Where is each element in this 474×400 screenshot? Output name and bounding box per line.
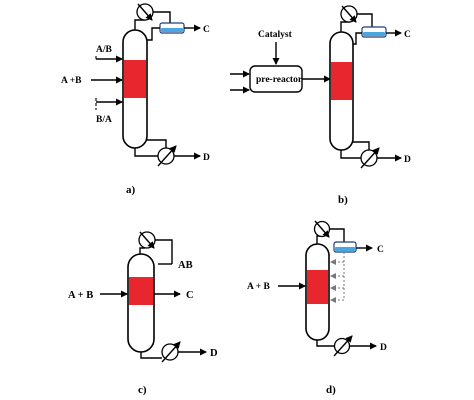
- side-product-label: C: [186, 290, 194, 301]
- overhead-vapor-line: [316, 235, 320, 244]
- reboil-return-line: [147, 139, 167, 148]
- bottoms-line: [134, 148, 158, 157]
- condenser-arrow: [341, 5, 357, 23]
- panel-c-caption: c): [138, 384, 147, 396]
- reboiler-arrow: [157, 145, 177, 167]
- reactive-zone: [129, 277, 153, 305]
- distillate-label: C: [203, 25, 210, 35]
- condenser-arrow: [314, 220, 330, 238]
- reboiler-arrow: [161, 341, 181, 363]
- bottoms-line: [340, 150, 362, 159]
- bottoms-label: D: [404, 155, 411, 165]
- condenser-arrow: [139, 231, 155, 249]
- reactive-zone: [124, 60, 146, 98]
- panel-a-caption: a): [126, 184, 136, 196]
- drum-liquid: [161, 28, 183, 32]
- feed-bottom-label: B/A: [96, 115, 112, 125]
- feed-top-label: A/B: [96, 45, 113, 55]
- condensate-line: [155, 239, 173, 264]
- condensate-line: [357, 13, 373, 27]
- panel-b: Catalyst pre-reactor C D b): [230, 5, 411, 206]
- pre-reactor-label: pre-reactor: [256, 75, 303, 85]
- panel-c: AB A + B C D c): [68, 231, 218, 396]
- bottoms-label: D: [203, 153, 210, 163]
- condensate-line: [329, 228, 345, 242]
- drum-liquid: [335, 247, 355, 251]
- drum-liquid: [363, 32, 385, 36]
- feed-mid-label: A +B: [61, 76, 82, 86]
- panel-b-caption: b): [338, 194, 348, 206]
- feed-label: A + B: [247, 282, 270, 292]
- catalyst-label: Catalyst: [258, 30, 293, 40]
- panel-d-caption: d): [326, 384, 336, 396]
- feed-label: A + B: [68, 290, 93, 301]
- reflux-line: [353, 32, 362, 45]
- reactive-zone: [331, 62, 352, 100]
- bottoms-label: D: [380, 343, 387, 353]
- panel-d: C A + B D d): [247, 220, 387, 396]
- distillate-label: C: [377, 245, 384, 255]
- reboiler-arrow: [333, 335, 353, 357]
- distillate-label: C: [404, 30, 411, 40]
- bottoms-line: [140, 352, 162, 359]
- top-product-label: AB: [178, 260, 193, 271]
- reboiler-arrow: [360, 147, 380, 169]
- bottoms-line: [316, 340, 335, 347]
- overhead-vapor-line: [134, 19, 145, 30]
- bottoms-label: D: [210, 348, 218, 359]
- reactive-zone: [307, 270, 328, 304]
- panel-a: C A/B A +B B/A D a): [61, 3, 210, 196]
- condenser-arrow: [137, 3, 153, 21]
- condensate-line: [153, 11, 171, 23]
- reflux-line: [146, 27, 160, 41]
- overhead-vapor-line: [340, 21, 350, 32]
- reboil-return-line: [353, 141, 370, 150]
